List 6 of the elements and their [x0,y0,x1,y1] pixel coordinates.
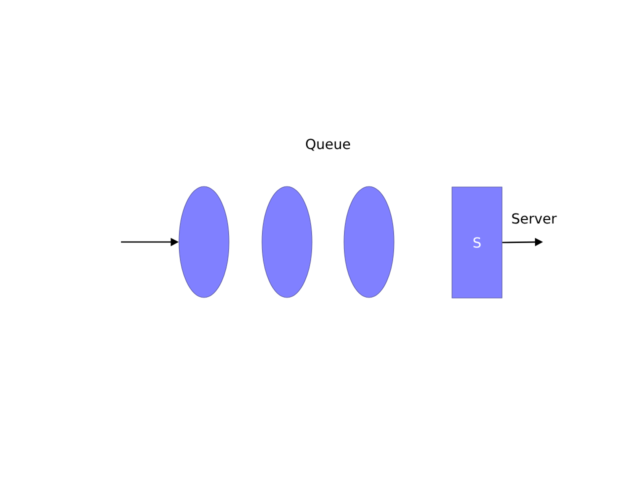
queue-ellipse [178,186,230,298]
queue-ellipse [344,186,394,298]
server-box: S [452,186,502,298]
queue-label: Queue [306,138,350,151]
queue-ellipse [262,186,312,298]
server-label: Server [512,213,557,224]
